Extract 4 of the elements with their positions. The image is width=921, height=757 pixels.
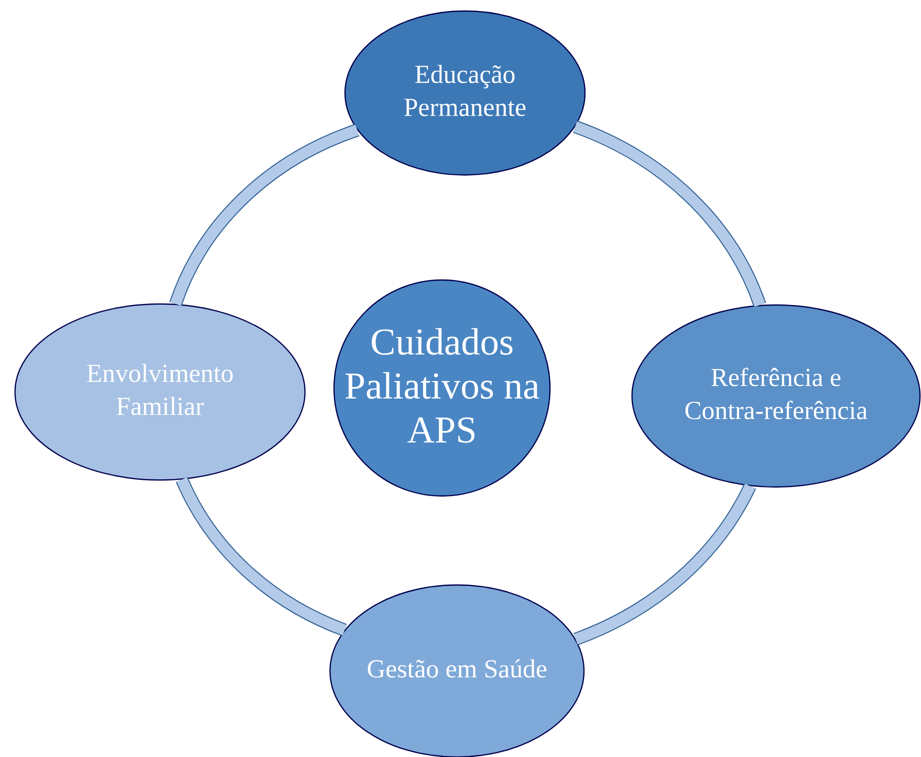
ring-connector [176, 476, 347, 636]
ring-connector [573, 483, 756, 646]
ring-connector [572, 120, 766, 308]
ring-connector [169, 124, 360, 306]
